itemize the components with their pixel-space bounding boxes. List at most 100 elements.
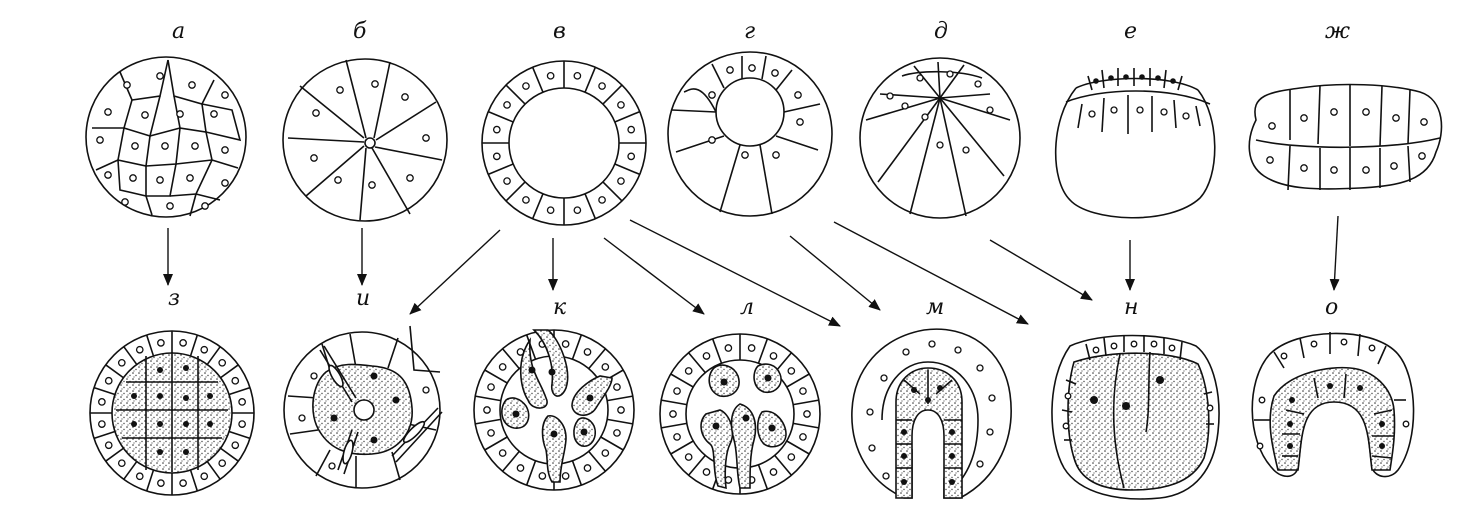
embryo-i-gastrula (283, 325, 443, 489)
cell-wall (206, 346, 221, 365)
cell-nucleus (583, 348, 592, 356)
cell-wall (228, 430, 251, 440)
cell-nucleus (546, 206, 555, 215)
cell-nucleus (135, 472, 144, 481)
embryo-a-morula (85, 56, 247, 218)
cell-wall (614, 163, 641, 176)
cell-nucleus (218, 358, 227, 367)
cell-nucleus (522, 82, 530, 90)
cell-nucleus (218, 459, 227, 468)
embryo-l-gastrula (659, 333, 821, 495)
cell-wall (757, 464, 769, 490)
cell-nucleus (522, 196, 530, 204)
cell-wall (505, 84, 526, 105)
cell-wall (93, 386, 116, 396)
cell-wall (531, 193, 544, 220)
cell-nucleus (200, 345, 209, 354)
cell-nucleus (799, 433, 807, 441)
cell-wall (670, 373, 694, 388)
cell-nucleus (573, 206, 582, 215)
cell-nucleus (104, 376, 113, 385)
cell-nucleus (673, 387, 681, 395)
cell-wall (145, 469, 155, 492)
label-e: е (1124, 19, 1137, 44)
cell-wall (661, 399, 687, 406)
cell-wall (600, 436, 624, 451)
cell-nucleus (487, 429, 495, 437)
arrow-v-i (409, 229, 501, 315)
cell-nucleus (179, 339, 187, 347)
cell-nucleus (684, 367, 693, 375)
cell-wall (571, 460, 583, 486)
cell-wall (206, 461, 221, 480)
label-a: а (172, 19, 185, 44)
cell-nucleus (613, 429, 621, 437)
cell-nucleus (135, 345, 144, 354)
cell-wall (501, 348, 520, 370)
label-d: д (934, 19, 948, 44)
cell-nucleus (104, 441, 113, 450)
arrow-v-m (629, 219, 841, 327)
embryo-n-epibolic-gastrula (1051, 334, 1220, 500)
cell-nucleus (613, 383, 621, 391)
cell-nucleus (538, 472, 547, 480)
embryo-e-discoblastula (1054, 68, 1216, 219)
cell-wall (93, 430, 116, 440)
arrow-v-l (603, 237, 705, 315)
cell-nucleus (238, 420, 246, 428)
cell-wall (145, 334, 155, 357)
cell-wall (501, 450, 520, 472)
cell-wall (484, 436, 508, 451)
cell-nucleus (561, 340, 570, 348)
label-l: л (740, 295, 754, 320)
cell-nucleus (238, 398, 246, 406)
cell-nucleus (803, 410, 811, 418)
embryo-d-blastula (859, 57, 1021, 219)
embryo-b-blastula (282, 58, 448, 222)
cell-nucleus (498, 449, 507, 457)
cell-nucleus (231, 441, 240, 450)
cell-nucleus (98, 420, 106, 428)
cell-nucleus (702, 352, 711, 360)
cell-wall (105, 447, 124, 462)
label-n: н (1124, 295, 1139, 320)
cell-nucleus (231, 376, 240, 385)
cell-wall (793, 399, 819, 406)
label-zh: ж (1325, 19, 1350, 44)
arrows (163, 215, 1340, 327)
cell-nucleus (724, 344, 733, 352)
cell-nucleus (583, 464, 592, 472)
cell-wall (531, 66, 544, 93)
cell-wall (105, 364, 124, 379)
cell-nucleus (117, 358, 126, 367)
cell-nucleus (598, 196, 606, 204)
cell-nucleus (487, 383, 495, 391)
cell-wall (487, 110, 514, 123)
cell-nucleus (799, 387, 807, 395)
cell-wall (774, 454, 793, 476)
cell-nucleus (617, 406, 625, 414)
cell-nucleus (483, 406, 491, 414)
cell-wall (687, 352, 706, 374)
cell-nucleus (492, 125, 501, 134)
label-b: б (353, 19, 367, 44)
cell-nucleus (769, 468, 778, 476)
cell-nucleus (627, 125, 636, 134)
cell-wall (607, 395, 633, 402)
arrow-d-n (833, 221, 1029, 325)
embryo-v-coeloblastula (481, 60, 647, 226)
embryo-o-gastrula (1251, 332, 1415, 478)
cell-nucleus (702, 468, 711, 476)
cell-nucleus (787, 367, 796, 375)
cell-nucleus (684, 453, 693, 461)
cell-nucleus (179, 479, 187, 487)
cell-nucleus (546, 71, 555, 80)
cell-wall (711, 338, 723, 364)
cell-nucleus (601, 363, 610, 371)
cell-wall (602, 181, 623, 202)
cell-nucleus (492, 152, 501, 161)
cell-wall (588, 450, 607, 472)
embryo-k-gastrula (473, 329, 635, 491)
cell-wall (189, 334, 199, 357)
